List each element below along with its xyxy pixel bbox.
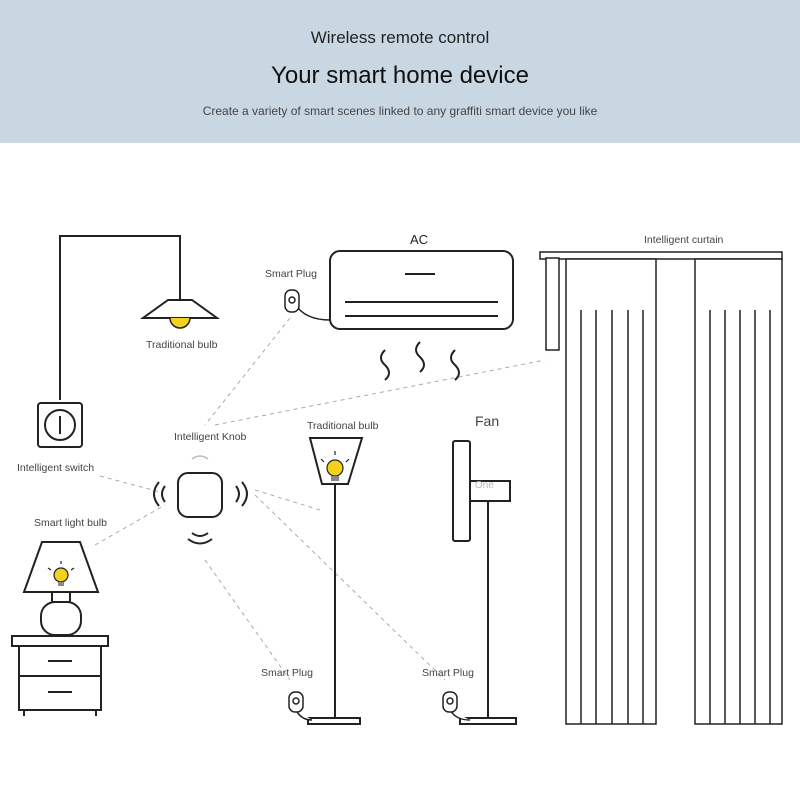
curtain-label: Intelligent curtain <box>644 234 724 246</box>
intelligent-switch-device <box>37 402 83 448</box>
knob-signal-waves <box>153 455 248 545</box>
fan-device <box>452 440 517 725</box>
smart-plug-fan-label: Smart Plug <box>422 667 474 679</box>
intelligent-switch-label: Intelligent switch <box>17 462 95 474</box>
header-description: Create a variety of smart scenes linked … <box>202 104 598 118</box>
floor-lamp-bulb <box>320 451 350 481</box>
intelligent-knob-device <box>177 472 223 518</box>
traditional-bulb-floor-label: Traditional bulb <box>307 420 379 432</box>
intelligent-knob-label: Intelligent Knob <box>174 431 247 443</box>
table-lamp <box>22 541 100 636</box>
table-lamp-bulb <box>47 561 75 586</box>
smart-plug-ac-device <box>284 289 331 321</box>
smart-plug-floor-lamp-device <box>288 691 313 721</box>
ac-airflow <box>380 341 460 381</box>
smart-plug-ac-label: Smart Plug <box>265 268 317 280</box>
traditional-bulb-ceiling-label: Traditional bulb <box>146 339 218 351</box>
smart-light-bulb-label: Smart light bulb <box>34 517 107 529</box>
connection-lines <box>94 317 546 681</box>
ac-label: AC <box>410 232 429 247</box>
smart-plug-fan-device <box>442 691 471 721</box>
intelligent-curtain <box>539 251 783 725</box>
nightstand <box>11 635 109 716</box>
ceiling-lamp <box>59 235 221 400</box>
header-subtitle: Wireless remote control <box>310 28 490 47</box>
ac-unit <box>329 250 514 330</box>
smart-plug-lamp-label: Smart Plug <box>261 667 313 679</box>
fan-panel-label: One <box>475 480 494 491</box>
smart-home-diagram <box>11 235 783 725</box>
header-banner <box>0 0 800 143</box>
fan-label: Fan <box>475 413 500 429</box>
header-title: Your smart home device <box>271 62 529 89</box>
